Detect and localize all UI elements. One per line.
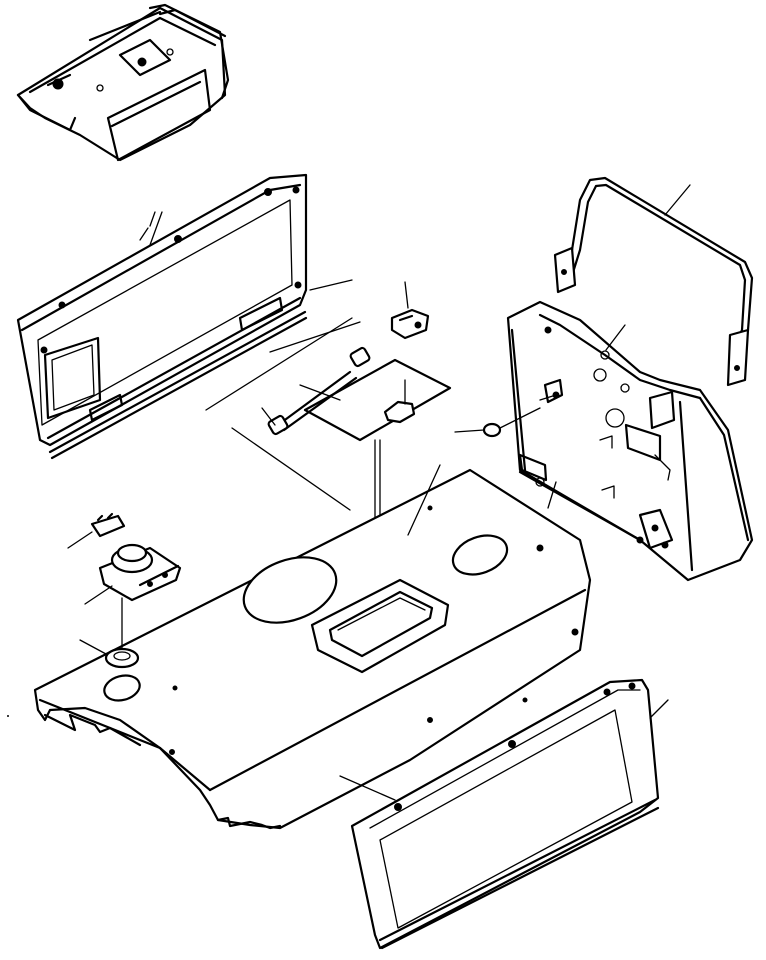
cap-ring [79, 597, 140, 669]
access-cover [303, 358, 452, 442]
right-side-panel [339, 678, 669, 950]
leader-line [149, 211, 163, 246]
leader-line [231, 427, 351, 511]
grab-handle [553, 176, 754, 387]
fuel-cap-assembly [84, 543, 182, 605]
left-side-panel [16, 173, 308, 460]
rear-panel [506, 300, 754, 582]
leader-line [261, 407, 276, 426]
assembled-hood-inset [16, 3, 230, 162]
leader-line [269, 321, 361, 353]
key-switch [67, 512, 126, 549]
stray-mark [7, 715, 9, 717]
grommet [454, 394, 557, 438]
main-hood [33, 468, 592, 830]
window-seal [310, 464, 450, 674]
leader-line [309, 279, 353, 291]
gas-strut [267, 346, 371, 436]
latch-bracket [390, 281, 430, 340]
leader-line [299, 384, 341, 401]
